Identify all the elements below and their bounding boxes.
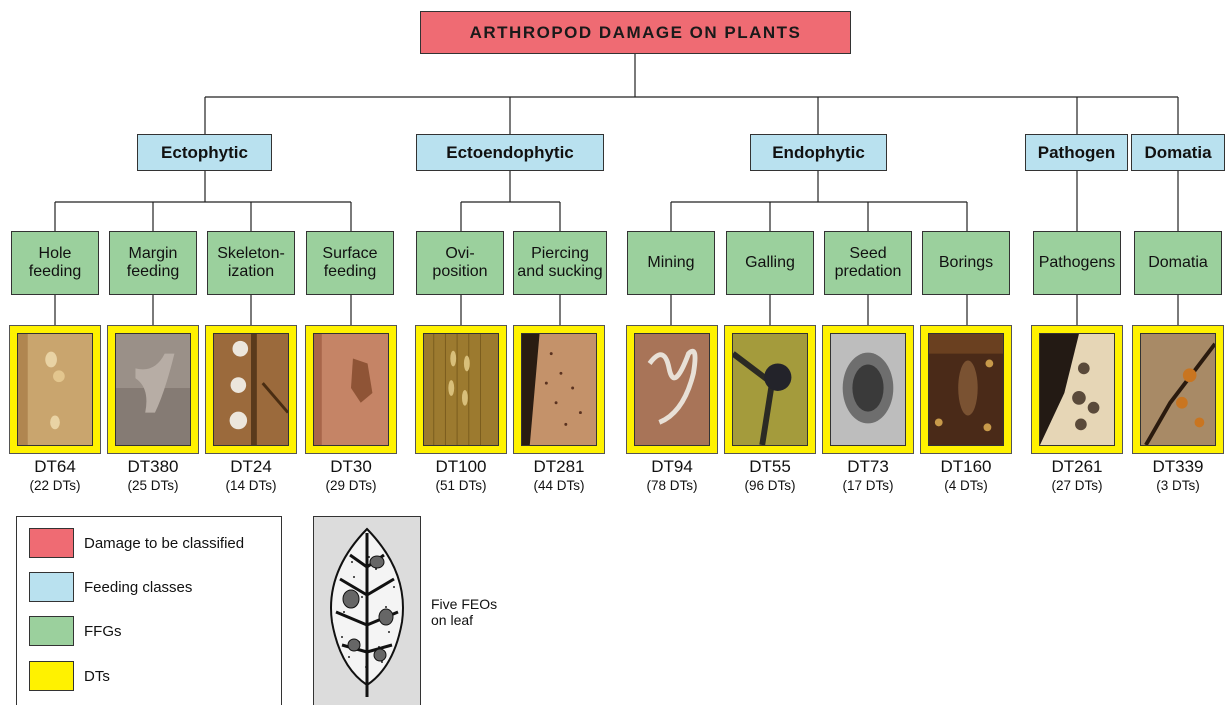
dt-label: DT24(14 DTs) [201, 457, 301, 493]
dt-count: (25 DTs) [103, 478, 203, 493]
ffg-margin-feeding: Margin feeding [109, 231, 197, 295]
feeding-class-pathogen: Pathogen [1025, 134, 1128, 171]
dt-image-dt380 [107, 325, 199, 454]
legend-swatch [29, 528, 74, 558]
dt-label: DT339(3 DTs) [1128, 457, 1228, 493]
dt-code: DT73 [818, 457, 918, 477]
dt-count: (96 DTs) [720, 478, 820, 493]
dt-image-dt160 [920, 325, 1012, 454]
dt-label: DT380(25 DTs) [103, 457, 203, 493]
ffg-domatia: Domatia [1134, 231, 1222, 295]
dt-count: (78 DTs) [622, 478, 722, 493]
ffg-borings: Borings [922, 231, 1010, 295]
dt-count: (3 DTs) [1128, 478, 1228, 493]
dt-code: DT64 [5, 457, 105, 477]
ffg-label: Margin feeding [127, 245, 180, 282]
ffg-label: Mining [647, 254, 694, 272]
ffg-piercing-and-sucking: Piercing and sucking [513, 231, 607, 295]
legend-item-damage: Damage to be classified [29, 528, 244, 558]
feeding-class-domatia: Domatia [1131, 134, 1225, 171]
legend-item-ffgs: FFGs [29, 616, 122, 646]
ffg-label: Seed predation [835, 245, 902, 282]
leaf-icon [314, 517, 420, 705]
feeding-class-endophytic: Endophytic [750, 134, 887, 171]
root-title-box: ARTHROPOD DAMAGE ON PLANTS [420, 11, 851, 54]
dt-label: DT55(96 DTs) [720, 457, 820, 493]
legend-swatch [29, 661, 74, 691]
dt-code: DT100 [411, 457, 511, 477]
dt-code: DT30 [301, 457, 401, 477]
dt-code: DT339 [1128, 457, 1228, 477]
ffg-mining: Mining [627, 231, 715, 295]
feeding-class-ectoendophytic: Ectoendophytic [416, 134, 604, 171]
ffg-label: Surface feeding [322, 245, 377, 282]
dt-count: (22 DTs) [5, 478, 105, 493]
ffg-label: Piercing and sucking [517, 245, 602, 282]
dt-image-dt73 [822, 325, 914, 454]
dt-count: (17 DTs) [818, 478, 918, 493]
legend-label: Damage to be classified [84, 535, 244, 552]
legend-label: Feeding classes [84, 579, 192, 596]
legend-label: FFGs [84, 623, 122, 640]
dt-label: DT281(44 DTs) [509, 457, 609, 493]
dt-code: DT380 [103, 457, 203, 477]
dt-image-dt281 [513, 325, 605, 454]
ffg-surface-feeding: Surface feeding [306, 231, 394, 295]
dt-image-dt55 [724, 325, 816, 454]
dt-count: (4 DTs) [916, 478, 1016, 493]
dt-count: (27 DTs) [1027, 478, 1127, 493]
ffg-label: Skeleton- ization [217, 245, 285, 282]
dt-image-dt30 [305, 325, 397, 454]
dt-code: DT55 [720, 457, 820, 477]
dt-image-dt100 [415, 325, 507, 454]
dt-image-dt94 [626, 325, 718, 454]
ffg-oviposition: Ovi- position [416, 231, 504, 295]
dt-label: DT160(4 DTs) [916, 457, 1016, 493]
dt-code: DT94 [622, 457, 722, 477]
ffg-hole-feeding: Hole feeding [11, 231, 99, 295]
dt-code: DT261 [1027, 457, 1127, 477]
dt-count: (29 DTs) [301, 478, 401, 493]
ffg-galling: Galling [726, 231, 814, 295]
dt-label: DT261(27 DTs) [1027, 457, 1127, 493]
dt-count: (44 DTs) [509, 478, 609, 493]
dt-image-dt339 [1132, 325, 1224, 454]
ffg-label: Hole feeding [29, 245, 82, 282]
legend-swatch [29, 572, 74, 602]
feeding-class-ectophytic: Ectophytic [137, 134, 272, 171]
ffg-seed-predation: Seed predation [824, 231, 912, 295]
ffg-label: Domatia [1148, 254, 1208, 272]
dt-label: DT30(29 DTs) [301, 457, 401, 493]
dt-image-dt64 [9, 325, 101, 454]
dt-label: DT73(17 DTs) [818, 457, 918, 493]
leaf-caption: Five FEOs on leaf [431, 596, 497, 628]
ffg-label: Pathogens [1039, 254, 1116, 272]
dt-image-dt261 [1031, 325, 1123, 454]
dt-count: (51 DTs) [411, 478, 511, 493]
legend-swatch [29, 616, 74, 646]
dt-code: DT24 [201, 457, 301, 477]
ffg-label: Galling [745, 254, 795, 272]
dt-count: (14 DTs) [201, 478, 301, 493]
dt-label: DT94(78 DTs) [622, 457, 722, 493]
legend: Damage to be classified Feeding classes … [16, 516, 282, 705]
dt-label: DT100(51 DTs) [411, 457, 511, 493]
ffg-label: Borings [939, 254, 993, 272]
dt-code: DT281 [509, 457, 609, 477]
ffg-label: Ovi- position [432, 245, 487, 282]
dt-code: DT160 [916, 457, 1016, 477]
dt-label: DT64(22 DTs) [5, 457, 105, 493]
legend-label: DTs [84, 668, 110, 685]
legend-item-dts: DTs [29, 661, 110, 691]
legend-item-feeding-classes: Feeding classes [29, 572, 192, 602]
leaf-illustration [313, 516, 421, 705]
dt-image-dt24 [205, 325, 297, 454]
ffg-skeletonization: Skeleton- ization [207, 231, 295, 295]
ffg-pathogens: Pathogens [1033, 231, 1121, 295]
